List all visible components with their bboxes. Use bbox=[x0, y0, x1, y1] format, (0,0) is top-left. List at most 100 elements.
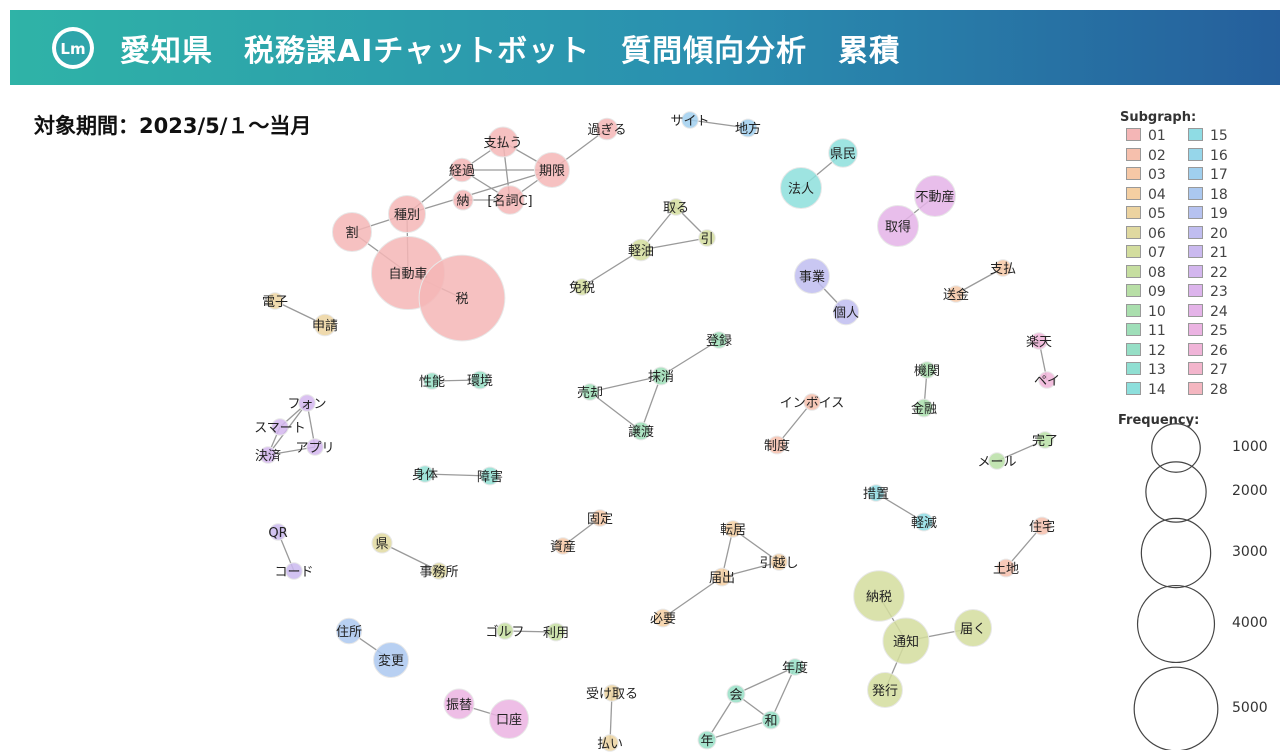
node-circle bbox=[828, 138, 858, 168]
subgraph-legend-item: 18 bbox=[1188, 186, 1228, 203]
node-label: 振替 bbox=[446, 698, 472, 713]
node-circle bbox=[581, 383, 599, 401]
node-n3: 経過 bbox=[449, 157, 475, 183]
node-circle bbox=[853, 570, 905, 622]
node-n4: 期限 bbox=[534, 152, 570, 188]
node-label: 届出 bbox=[709, 571, 735, 586]
node-n34: 環境 bbox=[467, 370, 493, 390]
legend-label: 08 bbox=[1148, 264, 1166, 281]
node-circle bbox=[573, 278, 591, 296]
legend-label: 14 bbox=[1148, 381, 1166, 398]
node-n15: 不動産 bbox=[914, 175, 956, 217]
subgraph-legend-item: 06 bbox=[1126, 225, 1166, 242]
node-circle bbox=[803, 393, 821, 411]
edge-n19-n20 bbox=[581, 249, 642, 288]
node-n17: 取る bbox=[663, 198, 689, 216]
legend-label: 10 bbox=[1148, 303, 1166, 320]
subgraph-legend-item: 05 bbox=[1126, 206, 1166, 222]
node-n52: 事務所 bbox=[419, 562, 459, 580]
legend-label: 02 bbox=[1148, 147, 1166, 164]
node-circle bbox=[988, 452, 1006, 470]
node-circle bbox=[371, 532, 393, 554]
legend-swatch bbox=[1126, 362, 1141, 375]
subgraph-legend-item: 09 bbox=[1126, 284, 1166, 300]
subgraph-legend-item: 01 bbox=[1126, 128, 1166, 144]
node-circle bbox=[629, 238, 653, 262]
node-label: 機関 bbox=[914, 364, 940, 379]
node-circle bbox=[832, 298, 860, 326]
legend-swatch bbox=[1126, 381, 1141, 395]
node-n38: スマート bbox=[254, 418, 306, 436]
node-label: 申請 bbox=[312, 319, 338, 334]
node-label: 取る bbox=[663, 201, 689, 216]
node-label: 支払う bbox=[483, 136, 522, 151]
legend-label: 11 bbox=[1148, 323, 1166, 339]
node-n53: 固定 bbox=[587, 509, 613, 527]
node-circle bbox=[914, 398, 934, 418]
nodes-layer: 支払う過ぎる経過期限納[名詞C]種別割自動車税サイト地方県民法人不動産取得取る引… bbox=[254, 111, 1060, 752]
node-label: 事務所 bbox=[419, 565, 458, 580]
node-label: 変更 bbox=[378, 653, 404, 669]
node-label: 期限 bbox=[539, 164, 565, 179]
legend-swatch bbox=[1188, 147, 1203, 161]
node-n48: 軽減 bbox=[911, 512, 937, 532]
node-label: 金融 bbox=[911, 401, 937, 417]
node-circle bbox=[488, 698, 530, 740]
node-circle bbox=[271, 418, 289, 436]
node-label: 住宅 bbox=[1029, 520, 1055, 535]
legend-swatch bbox=[1188, 186, 1203, 200]
node-circle bbox=[1038, 371, 1056, 389]
node-circle bbox=[681, 111, 699, 129]
node-n62: 通知 bbox=[882, 617, 930, 665]
node-label: 経過 bbox=[449, 164, 475, 179]
node-n2: 過ぎる bbox=[587, 117, 627, 141]
node-circle bbox=[631, 421, 651, 441]
node-n25: 電子 bbox=[262, 292, 288, 310]
node-n21: 事業 bbox=[794, 258, 830, 294]
legend-swatch bbox=[1126, 206, 1141, 219]
node-label: 年度 bbox=[782, 660, 808, 676]
node-label: 会 bbox=[729, 688, 742, 703]
subgraph-legend-item: 04 bbox=[1126, 186, 1166, 203]
subgraph-legend-item: 08 bbox=[1126, 264, 1166, 281]
node-circle bbox=[487, 126, 519, 158]
node-n36: 金融 bbox=[911, 398, 937, 418]
legend-swatch bbox=[1188, 245, 1203, 258]
node-circle bbox=[496, 622, 514, 640]
node-n24: 送金 bbox=[943, 285, 969, 303]
node-label: 支払 bbox=[990, 262, 1016, 277]
node-circle bbox=[266, 292, 284, 310]
node-label: QR bbox=[268, 526, 287, 541]
node-circle bbox=[603, 684, 621, 702]
node-circle bbox=[285, 562, 303, 580]
node-circle bbox=[780, 167, 822, 209]
node-label: 軽油 bbox=[628, 244, 654, 259]
node-label: ペイ bbox=[1034, 374, 1060, 389]
period-label: 対象期間：2023/5/１～当月 bbox=[34, 114, 312, 138]
node-label: 免税 bbox=[569, 281, 595, 296]
legend-label: 24 bbox=[1210, 303, 1228, 320]
node-n6: [名詞C] bbox=[487, 185, 533, 215]
legend-swatch bbox=[1126, 225, 1141, 239]
node-n13: 県民 bbox=[828, 138, 858, 168]
legend-label: 27 bbox=[1210, 362, 1228, 378]
legend-label: 25 bbox=[1210, 323, 1228, 339]
node-n50: コード bbox=[274, 562, 314, 580]
node-label: 措置 bbox=[863, 487, 889, 502]
node-label: 個人 bbox=[833, 306, 859, 321]
subgraph-legend-item: 28 bbox=[1188, 381, 1228, 398]
node-circle bbox=[373, 642, 409, 678]
node-n69: 年度 bbox=[782, 658, 808, 676]
subgraph-legend-item: 17 bbox=[1188, 167, 1228, 183]
node-n51: 県 bbox=[371, 532, 393, 554]
legend-label: 15 bbox=[1210, 128, 1228, 144]
edge-n69-n70 bbox=[735, 666, 796, 695]
legend-label: 04 bbox=[1148, 186, 1166, 203]
node-label: 利用 bbox=[543, 626, 569, 641]
subgraph-legend-item: 19 bbox=[1188, 206, 1228, 222]
node-n14: 法人 bbox=[780, 167, 822, 209]
node-circle bbox=[480, 466, 500, 486]
node-circle bbox=[259, 446, 277, 464]
node-label: 引 bbox=[700, 232, 713, 247]
node-n55: 転居 bbox=[720, 520, 746, 538]
